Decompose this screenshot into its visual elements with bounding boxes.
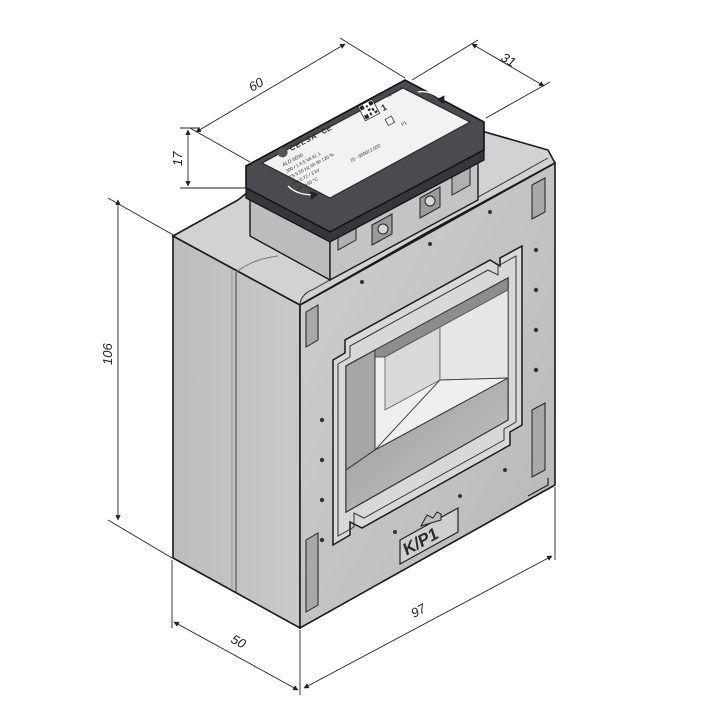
dimension-lines: [107, 37, 556, 695]
dim-depth-top: 31: [499, 50, 519, 70]
corner-clip: [531, 402, 546, 478]
corner-clip: [305, 532, 319, 613]
terminal-p1: P1: [400, 120, 408, 127]
dim-height: 106: [100, 343, 115, 365]
terminal-block: CELSA CE ALO 6030 300 / 1 A 5 VA Kl. 1 F…: [245, 79, 485, 282]
corner-clip: [531, 177, 546, 220]
qr-code: [357, 98, 381, 122]
corner-clip: [305, 304, 319, 348]
label-panel: [260, 87, 472, 199]
terminal-s1: S1: [385, 91, 393, 98]
dim-width-bottom: 97: [408, 600, 428, 620]
brand-logo-icon: [277, 147, 288, 158]
kp1-mark: K/P1: [399, 506, 459, 566]
dim-label-height: 17: [170, 151, 185, 166]
dim-depth-bottom: 50: [229, 631, 249, 651]
arrow-mark: 1: [379, 102, 388, 113]
screw-dots: [319, 210, 539, 543]
dim-width-top: 60: [246, 74, 267, 95]
